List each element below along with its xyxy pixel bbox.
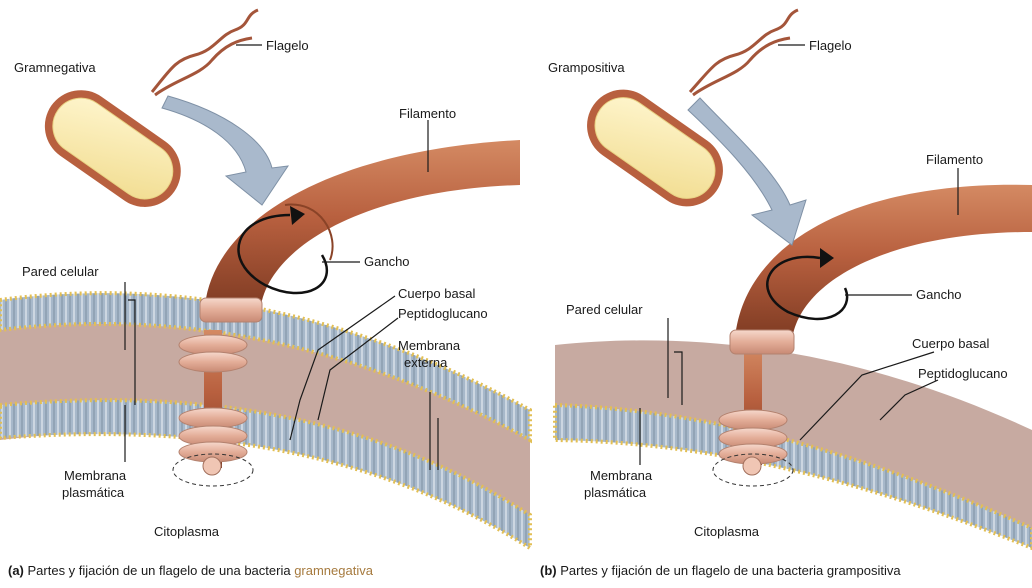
label-membrana-plasmatica-1-b: Membrana <box>590 468 653 483</box>
small-flagellum-a <box>152 10 258 92</box>
label-pared-celular-a: Pared celular <box>22 264 99 279</box>
label-flagelo-a: Flagelo <box>266 38 309 53</box>
hook-a <box>200 298 262 322</box>
label-gancho-a: Gancho <box>364 254 410 269</box>
label-filamento-b: Filamento <box>926 152 983 167</box>
label-peptidoglucano-a: Peptidoglucano <box>398 306 488 321</box>
caption-b: (b) Partes y fijación de un flagelo de u… <box>540 563 901 578</box>
hook-b <box>730 330 794 354</box>
label-membrana-externa-1-a: Membrana <box>398 338 461 353</box>
label-peptidoglucano-b: Peptidoglucano <box>918 366 1008 381</box>
label-gancho-b: Gancho <box>916 287 962 302</box>
caption-a-text: Partes y fijación de un flagelo de una b… <box>24 563 294 578</box>
label-citoplasma-b: Citoplasma <box>694 524 760 539</box>
caption-a-highlight: gramnegativa <box>294 563 374 578</box>
caption-b-marker: (b) <box>540 563 557 578</box>
label-bacteria-type-b: Grampositiva <box>548 60 625 75</box>
label-membrana-externa-2-a: externa <box>404 355 448 370</box>
label-bacteria-type-a: Gramnegativa <box>14 60 96 75</box>
label-membrana-plasmatica-2-a: plasmática <box>62 485 125 500</box>
label-cuerpo-basal-a: Cuerpo basal <box>398 286 475 301</box>
label-membrana-plasmatica-2-b: plasmática <box>584 485 647 500</box>
caption-b-text: Partes y fijación de un flagelo de una b… <box>557 563 902 578</box>
label-citoplasma-a: Citoplasma <box>154 524 220 539</box>
caption-a: (a) Partes y fijación de un flagelo de u… <box>8 563 374 578</box>
label-membrana-plasmatica-1-a: Membrana <box>64 468 127 483</box>
small-flagellum-b <box>690 10 798 92</box>
label-filamento-a: Filamento <box>399 106 456 121</box>
caption-a-marker: (a) <box>8 563 24 578</box>
label-cuerpo-basal-b: Cuerpo basal <box>912 336 989 351</box>
zoom-arrow-a <box>162 96 288 205</box>
label-pared-celular-b: Pared celular <box>566 302 643 317</box>
bacterium-cell-b <box>573 75 737 220</box>
label-flagelo-b: Flagelo <box>809 38 852 53</box>
